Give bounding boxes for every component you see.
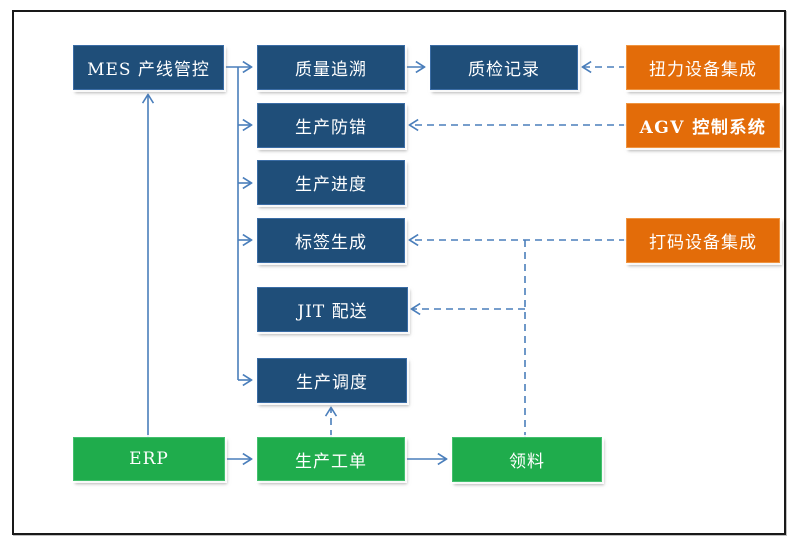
node-material-request-label: 领料 <box>509 452 545 472</box>
node-material-request: 领料 <box>452 437 602 482</box>
node-torque-integration-label: 扭力设备集成 <box>649 60 757 80</box>
node-torque-integration: 扭力设备集成 <box>626 45 780 90</box>
node-erp-label: ERP <box>129 449 169 469</box>
node-quality-trace-label: 质量追溯 <box>295 60 367 80</box>
node-coding-integration-label: 打码设备集成 <box>649 233 757 253</box>
node-inspection-record-label: 质检记录 <box>468 60 540 80</box>
node-scheduling: 生产调度 <box>257 358 407 403</box>
node-label-generation-label: 标签生成 <box>295 233 367 253</box>
node-jit-delivery: JIT 配送 <box>257 287 408 332</box>
node-scheduling-label: 生产调度 <box>296 373 368 393</box>
node-label-generation: 标签生成 <box>257 218 405 263</box>
node-error-proofing-label: 生产防错 <box>295 118 367 138</box>
node-error-proofing: 生产防错 <box>257 103 405 148</box>
node-mes: MES 产线管控 <box>73 45 224 90</box>
node-work-order-label: 生产工单 <box>295 451 367 472</box>
node-jit-delivery-label: JIT 配送 <box>297 302 368 322</box>
node-mes-label: MES 产线管控 <box>87 60 210 80</box>
node-agv-control: AGV 控制系统 <box>626 103 780 148</box>
node-progress: 生产进度 <box>257 160 405 205</box>
node-quality-trace: 质量追溯 <box>257 45 405 90</box>
node-work-order: 生产工单 <box>257 437 405 481</box>
node-erp: ERP <box>73 437 225 481</box>
node-agv-control-label: AGV 控制系统 <box>639 118 767 138</box>
node-inspection-record: 质检记录 <box>430 45 578 90</box>
node-progress-label: 生产进度 <box>295 175 367 195</box>
node-coding-integration: 打码设备集成 <box>626 218 780 263</box>
